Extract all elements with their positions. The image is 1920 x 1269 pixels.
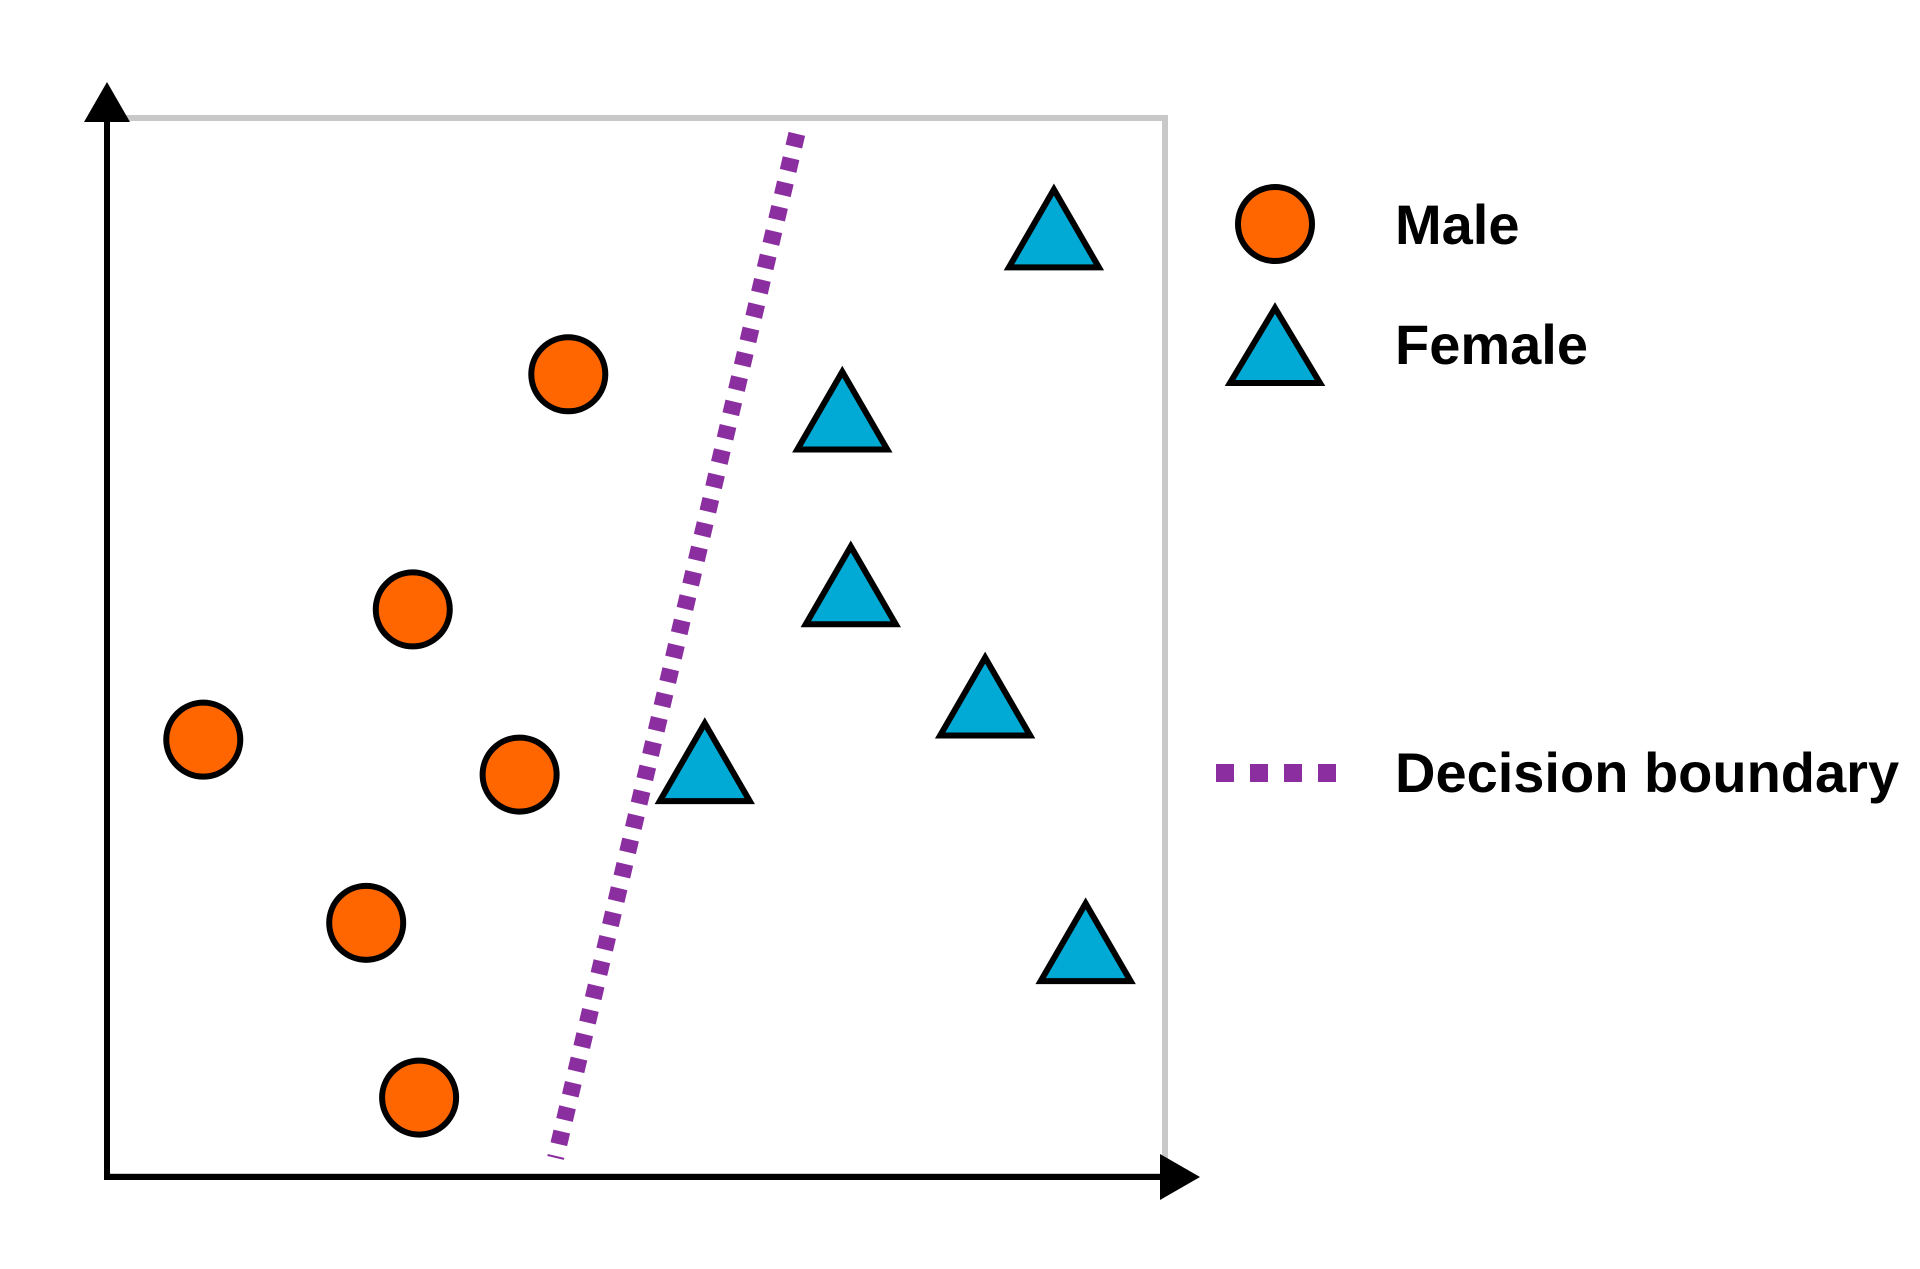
- y-axis-arrowhead: [84, 82, 130, 122]
- male-point-6: [379, 1057, 460, 1138]
- legend-item-male: Male: [1235, 184, 1520, 264]
- female-point-5: [654, 717, 755, 805]
- female-point-6: [1035, 897, 1136, 985]
- male-point-2: [372, 569, 453, 650]
- legend-female-label: Female: [1395, 313, 1588, 376]
- female-point-1: [1003, 183, 1105, 271]
- points-layer: [163, 183, 1136, 1138]
- plot-frame: [104, 115, 1168, 1179]
- female-point-2: [792, 365, 893, 453]
- legend-male-label: Male: [1395, 193, 1520, 256]
- legend-boundary-label: Decision boundary: [1395, 741, 1899, 804]
- x-axis-arrowhead: [1160, 1154, 1200, 1200]
- legend-female-marker: [1224, 302, 1326, 386]
- male-point-4: [479, 734, 560, 815]
- legend-item-decision-boundary: Decision boundary: [1216, 741, 1899, 804]
- decision-boundary-line: [547, 131, 806, 1160]
- male-point-3: [163, 699, 244, 780]
- male-point-5: [326, 882, 407, 963]
- female-point-3: [800, 540, 901, 628]
- legend-item-female: Female: [1224, 302, 1588, 386]
- decision-boundary-layer: [547, 131, 806, 1160]
- female-point-4: [934, 651, 1036, 739]
- male-point-1: [528, 334, 609, 415]
- legend: Male Female Decision boundary: [1216, 184, 1899, 804]
- legend-male-marker: [1235, 184, 1315, 264]
